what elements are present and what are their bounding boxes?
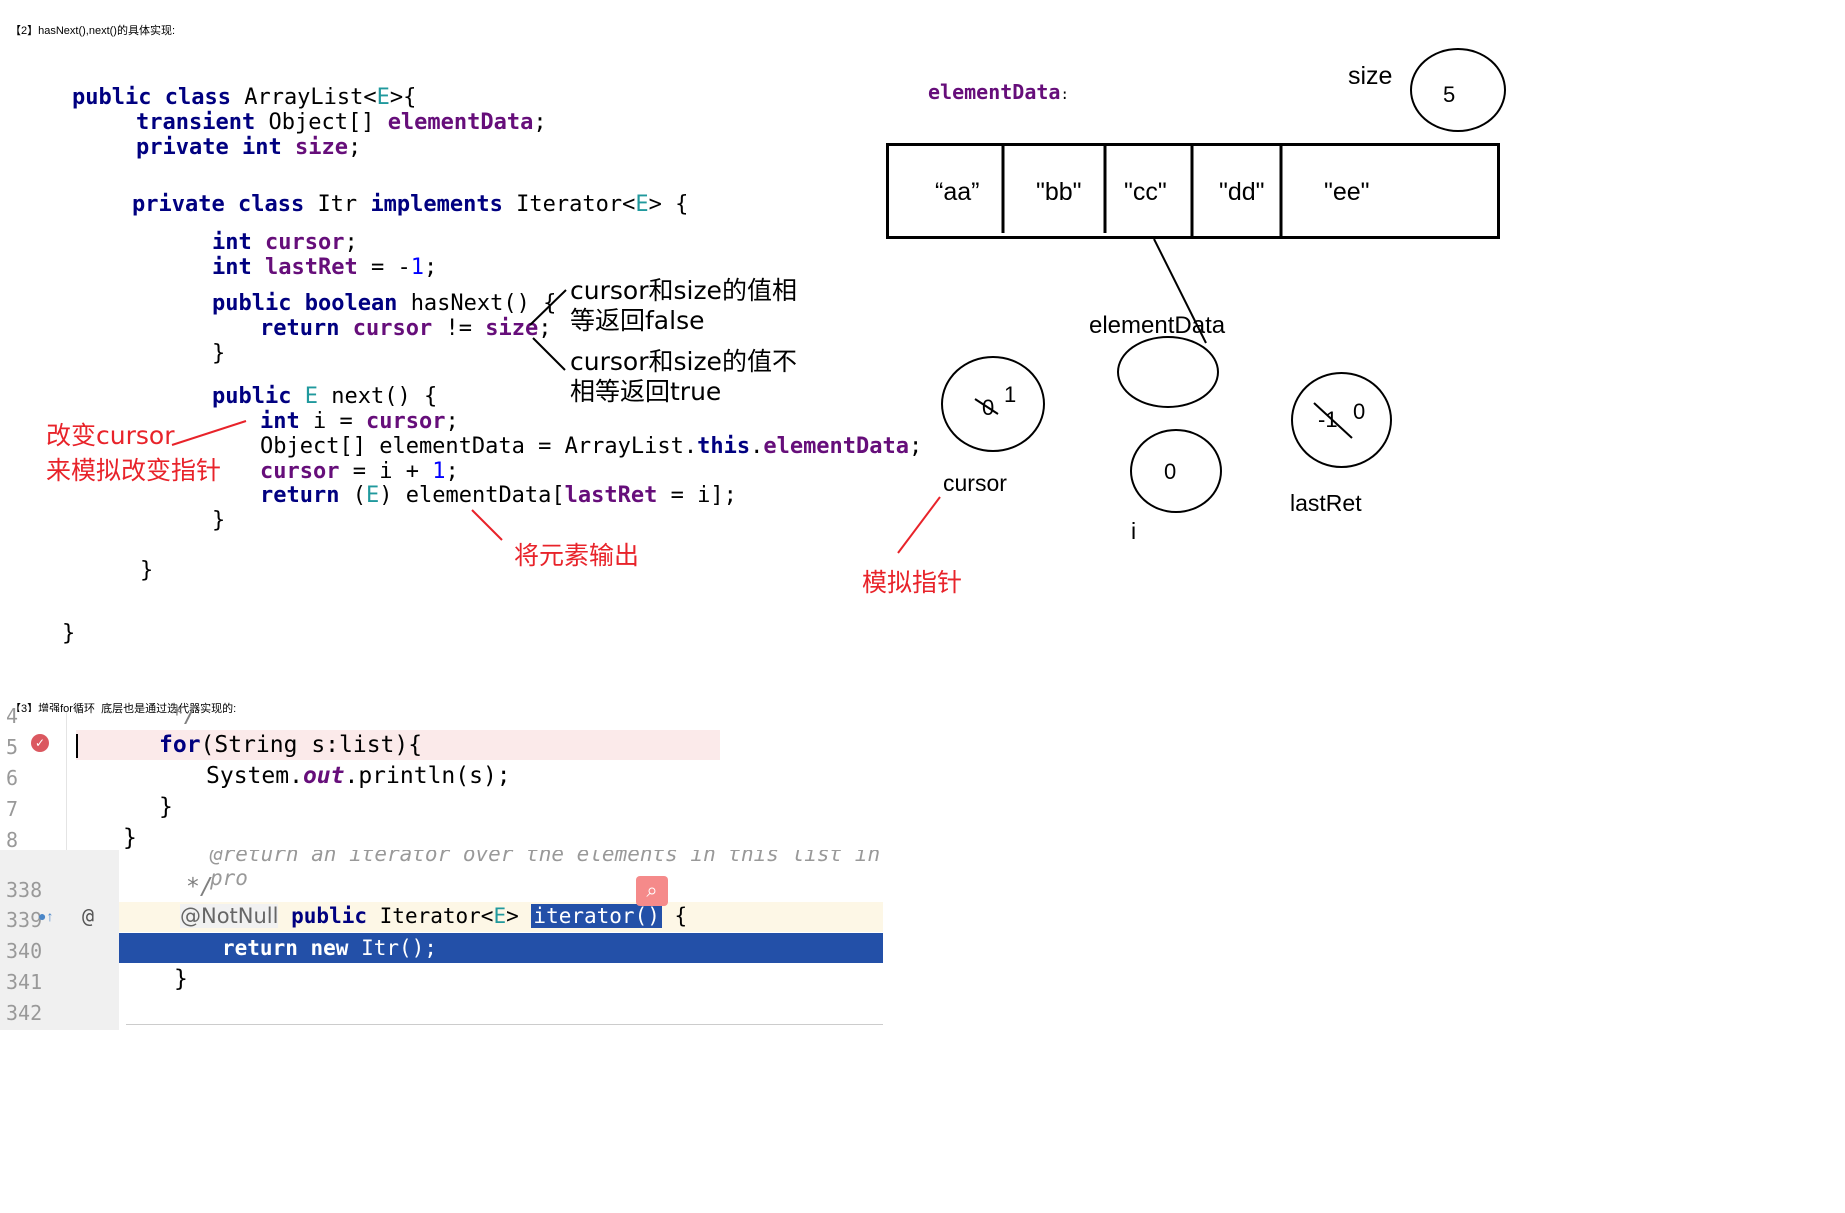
code-line-close-class: } [62,621,76,646]
code-line-size: private int size; [136,135,362,160]
array-cell-3: "dd" [1219,178,1265,206]
ide2-comment-top: @return an iterator over the elements in… [210,850,881,890]
array-cell-0: “aa” [935,178,980,206]
code-line-lastret: int lastRet = -1; [212,255,438,280]
ide1-line-number: 5 [6,735,19,759]
note-hasnext-equal: cursor和size的值相等返回false [570,276,797,335]
cursor-label: cursor [943,470,1007,496]
implementation-marker-icon[interactable]: ●↑ [38,908,54,924]
ide2-line-number: 341 [6,970,43,994]
code-line-hasnext: public boolean hasNext() { [212,291,557,316]
ide-snippet-for-loop: 4 */ 5 ✓ for(String s:list){ 6 System.ou… [0,702,720,857]
ide1-line-4: */ [170,702,198,728]
code-line-local-elementdata: Object[] elementData = ArrayList.this.el… [260,434,923,459]
code-line-close-hasnext: } [212,341,226,366]
ide1-line-8: } [123,825,137,851]
lastret-new-value: 0 [1353,399,1366,424]
breakpoint-icon[interactable]: ✓ [31,734,49,752]
note-output-element: 将元素输出 [514,541,640,570]
code-line-elementdata: transient Object[] elementData; [136,110,547,135]
size-value: 5 [1443,82,1456,107]
array-cell-4: "ee" [1324,178,1370,206]
ide1-line-number: 4 [6,704,19,728]
ide2-line-number: 342 [6,1001,43,1025]
ide2-line-number: 339 [6,908,43,932]
lastret-old-value: -1 [1318,407,1338,432]
lastret-label: lastRet [1290,490,1362,516]
note-hasnext-not-equal: cursor和size的值不相等返回true [570,347,797,406]
note-simulate-pointer: 模拟指针 [862,568,963,597]
cursor-circle [941,356,1045,452]
code-line-return-element: return (E) elementData[lastRet = i]; [260,483,737,508]
code-line-int-i: int i = cursor; [260,409,459,434]
i-label: i [1131,518,1137,544]
lastret-circle [1291,372,1392,468]
ide2-line-339: @NotNull public Iterator<E> iterator() { [180,904,688,928]
elementdata-array [886,143,1500,239]
i-value: 0 [1164,459,1177,484]
section-heading-2: 【2】hasNext(),next()的具体实现: [10,25,176,37]
code-line-next: public E next() { [212,384,438,409]
code-line-return-compare: return cursor != size; [260,316,552,341]
ide2-line-number: 340 [6,939,43,963]
at-symbol[interactable]: @ [82,904,95,928]
elementdata-ref-circle [1117,336,1219,408]
search-icon[interactable]: ⌕ [636,876,668,906]
ide2-line-341: } [174,966,188,992]
size-label: size [1348,62,1393,90]
ide2-bottom-rule [126,1024,883,1025]
ide1-breakpoint-line [76,730,720,760]
ide1-line-7: } [159,794,173,820]
ide1-line-number: 6 [6,766,19,790]
ide2-line-number: 338 [6,878,43,902]
code-line-close-next: } [212,508,226,533]
ide1-line-number: 8 [6,828,19,852]
ide2-gutter [0,850,119,1030]
code-line-cursor: int cursor; [212,230,358,255]
array-cell-1: "bb" [1036,178,1082,206]
ide2-line-338: */ [186,874,214,900]
code-line-close-itr: } [140,558,154,583]
code-line-class: public class ArrayList<E>{ [72,85,417,110]
pointer-line-output [471,509,503,541]
elementdata-ref-label: elementData [1089,312,1226,339]
ide1-line-number: 7 [6,797,19,821]
selected-text-iterator: iterator() [531,904,662,928]
code-line-cursor-inc: cursor = i + 1; [260,459,459,484]
array-cell-2: "cc" [1124,178,1167,206]
cursor-old-value: 0 [982,395,995,420]
cursor-new-value: 1 [1004,382,1017,407]
size-circle [1410,48,1506,132]
ide2-selected-line [119,933,883,963]
pointer-line-simulate [897,496,941,554]
i-circle [1130,429,1222,513]
ide1-line-6: System.out.println(s); [206,763,511,789]
ide2-line-340: return new Itr(); [222,936,437,960]
diagram-elementdata-label: elementData: [928,80,1069,104]
code-line-itr: private class Itr implements Iterator<E>… [132,192,689,217]
ide-snippet-iterator: @return an iterator over the elements in… [0,850,883,1030]
ide1-line-5: for(String s:list){ [159,732,423,758]
